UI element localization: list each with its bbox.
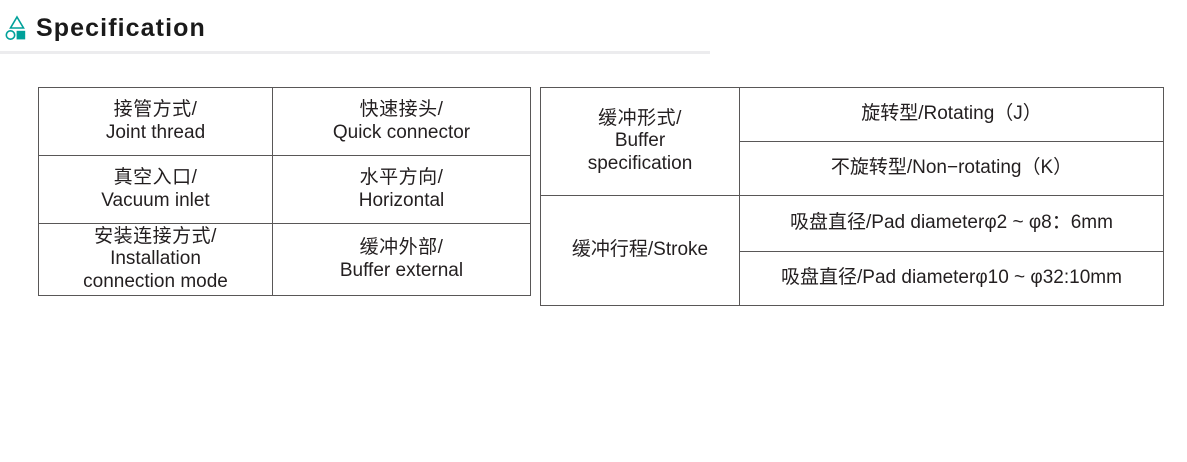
cell-installation-connection-mode: 安装连接方式/ Installation connection mode	[38, 223, 273, 296]
header-divider	[0, 51, 710, 54]
table-row: 接管方式/ Joint thread 快速接头/ Quick connector	[38, 87, 531, 156]
table-row: 吸盘直径/Pad diameterφ10 ~ φ32:10mm	[541, 251, 1164, 306]
page-title: Specification	[36, 14, 206, 42]
buffer-spec-table: 缓冲形式/ Buffer specification 旋转型/Rotating（…	[540, 87, 1164, 306]
table-row: 真空入口/ Vacuum inlet 水平方向/ Horizontal	[38, 155, 531, 224]
table-row: 安装连接方式/ Installation connection mode 缓冲外…	[38, 223, 531, 296]
cell-horizontal: 水平方向/ Horizontal	[272, 155, 531, 224]
cell-vacuum-inlet: 真空入口/ Vacuum inlet	[38, 155, 273, 224]
cell-joint-thread: 接管方式/ Joint thread	[38, 87, 273, 156]
page-header: Specification	[0, 0, 1187, 56]
cell-quick-connector: 快速接头/ Quick connector	[272, 87, 531, 156]
cell-stroke-label: 缓冲行程/Stroke	[540, 195, 740, 306]
table-row: 不旋转型/Non−rotating（K）	[541, 141, 1164, 196]
connection-spec-table: 接管方式/ Joint thread 快速接头/ Quick connector…	[38, 87, 531, 296]
table-row: 缓冲行程/Stroke 吸盘直径/Pad diameterφ2 ~ φ8：6mm	[540, 195, 1164, 306]
table-row: 缓冲形式/ Buffer specification 旋转型/Rotating（…	[540, 87, 1164, 196]
cell-buffer-external: 缓冲外部/ Buffer external	[272, 223, 531, 296]
shapes-icon	[4, 14, 30, 42]
cell-buffer-specification-label: 缓冲形式/ Buffer specification	[540, 87, 740, 196]
cell-rotating-j: 旋转型/Rotating（J）	[739, 87, 1164, 142]
cell-non-rotating-k: 不旋转型/Non−rotating（K）	[739, 141, 1164, 196]
cell-stroke-pad-2-8: 吸盘直径/Pad diameterφ2 ~ φ8：6mm	[739, 195, 1164, 252]
cell-stroke-pad-10-32: 吸盘直径/Pad diameterφ10 ~ φ32:10mm	[739, 251, 1164, 306]
